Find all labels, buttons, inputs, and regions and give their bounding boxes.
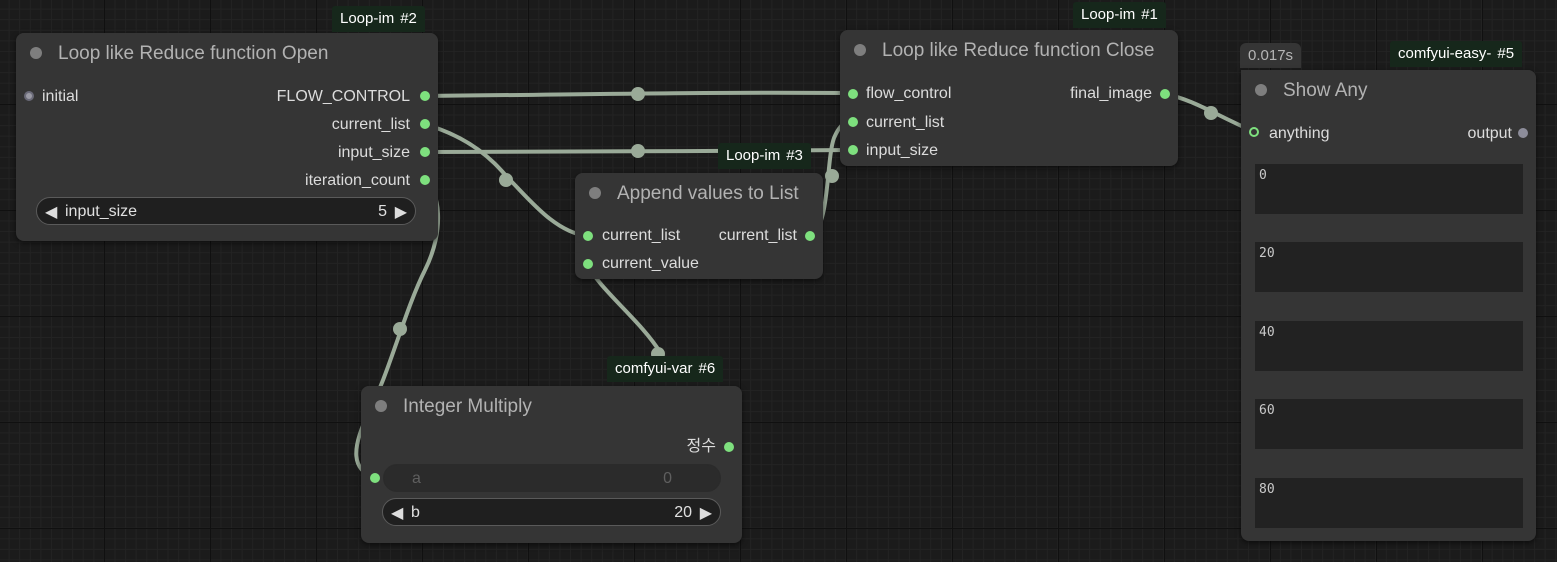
output-label-input-size: input_size (337, 144, 410, 161)
node-title-bar[interactable]: Show Any (1241, 70, 1536, 108)
input-slot-input-size[interactable] (848, 145, 858, 155)
input-slot-flow-control[interactable] (848, 89, 858, 99)
node-tag-loop-close: Loop-im #1 (1073, 2, 1166, 28)
input-slot-current-list[interactable] (848, 117, 858, 127)
node-source-label: comfyui-easy- (1398, 45, 1492, 62)
collapse-dot-icon[interactable] (1255, 84, 1267, 96)
collapse-dot-icon[interactable] (589, 187, 601, 199)
input-slot-initial[interactable] (24, 91, 34, 101)
node-source-label: Loop-im (340, 10, 395, 27)
output-label-iteration-count: iteration_count (305, 172, 410, 189)
node-id: #6 (698, 360, 716, 377)
value-textbox[interactable]: 80 (1255, 478, 1523, 528)
node-source-label: Loop-im (1081, 6, 1136, 23)
node-title-bar[interactable]: Loop like Reduce function Open (16, 33, 438, 71)
input-label-anything: anything (1269, 125, 1330, 142)
output-slot-current-list[interactable] (420, 119, 430, 129)
value-textbox[interactable]: 0 (1255, 164, 1523, 214)
input-slot-current-value[interactable] (583, 259, 593, 269)
node-append-values[interactable]: Append values to List current_list curre… (575, 173, 823, 279)
node-id: #2 (400, 10, 417, 27)
input-slot-a[interactable] (370, 473, 380, 483)
value-textbox[interactable]: 60 (1255, 399, 1523, 449)
output-label-final-image: final_image (1070, 85, 1152, 102)
widget-label: b (411, 504, 420, 521)
node-title: Loop like Reduce function Open (58, 43, 329, 64)
node-title: Append values to List (617, 183, 799, 204)
execution-time-badge: 0.017s (1240, 43, 1302, 68)
value-textbox[interactable]: 40 (1255, 321, 1523, 371)
node-loop-open[interactable]: Loop like Reduce function Open initial F… (16, 33, 438, 241)
node-tag-append: Loop-im #3 (718, 143, 811, 169)
widget-label: input_size (65, 203, 138, 220)
output-slot-output[interactable] (1518, 128, 1528, 138)
value-textbox[interactable]: 20 (1255, 242, 1523, 292)
output-label-integer: 정수 (686, 438, 716, 455)
widget-value: 5 (378, 203, 387, 220)
widget-value: 0 (663, 470, 672, 487)
b-number-widget[interactable]: ◀ b 20 ▶ (382, 498, 721, 526)
input-slot-current-list[interactable] (583, 231, 593, 241)
input-label-flow-control: flow_control (866, 85, 952, 102)
node-loop-close[interactable]: Loop like Reduce function Close flow_con… (840, 30, 1178, 166)
node-title-bar[interactable]: Append values to List (575, 173, 823, 211)
output-label-output: output (1467, 125, 1512, 142)
input-size-number-widget[interactable]: ◀ input_size 5 ▶ (36, 197, 416, 225)
widget-value: 20 (674, 504, 692, 521)
increment-arrow-icon[interactable]: ▶ (394, 204, 407, 221)
wire-flow-control (422, 90, 854, 98)
input-slot-anything[interactable] (1249, 127, 1259, 137)
node-id: #5 (1497, 45, 1515, 62)
output-slot-integer[interactable] (724, 442, 734, 452)
widget-label: a (412, 470, 421, 487)
node-tag-show-any: comfyui-easy- #5 (1390, 41, 1523, 67)
output-label-flow-control: FLOW_CONTROL (276, 88, 410, 105)
node-source-label: Loop-im (726, 147, 781, 164)
collapse-dot-icon[interactable] (30, 47, 42, 59)
node-source-label: comfyui-var (615, 360, 693, 377)
input-label-initial: initial (42, 88, 79, 105)
output-slot-input-size[interactable] (420, 147, 430, 157)
node-id: #1 (1141, 6, 1158, 23)
collapse-dot-icon[interactable] (375, 400, 387, 412)
input-label-current-list: current_list (602, 227, 681, 244)
input-label-current-value: current_value (602, 255, 699, 272)
node-tag-multiply: comfyui-var #6 (607, 356, 724, 382)
node-integer-multiply[interactable]: Integer Multiply 정수 a 0 ◀ b 20 ▶ (361, 386, 742, 543)
node-id: #3 (786, 147, 803, 164)
increment-arrow-icon[interactable]: ▶ (699, 505, 712, 522)
output-label-current-list: current_list (718, 227, 797, 244)
node-title: Show Any (1283, 80, 1368, 101)
input-label-current-list: current_list (866, 114, 945, 131)
decrement-arrow-icon[interactable]: ◀ (391, 505, 404, 522)
output-slot-iteration-count[interactable] (420, 175, 430, 185)
input-label-input-size: input_size (866, 142, 939, 159)
a-number-widget-converted: a 0 (383, 464, 721, 492)
node-title-bar[interactable]: Loop like Reduce function Close (840, 30, 1178, 68)
collapse-dot-icon[interactable] (854, 44, 866, 56)
output-slot-final-image[interactable] (1160, 89, 1170, 99)
node-tag-loop-open: Loop-im #2 (332, 6, 425, 32)
node-title-bar[interactable]: Integer Multiply (361, 386, 742, 424)
output-slot-current-list[interactable] (805, 231, 815, 241)
node-title: Integer Multiply (403, 396, 532, 417)
node-title: Loop like Reduce function Close (882, 40, 1155, 61)
output-slot-flow-control[interactable] (420, 91, 430, 101)
output-label-current-list: current_list (331, 116, 410, 133)
decrement-arrow-icon[interactable]: ◀ (45, 204, 58, 221)
node-show-any[interactable]: Show Any anything output 0 20 40 60 80 (1241, 70, 1536, 541)
